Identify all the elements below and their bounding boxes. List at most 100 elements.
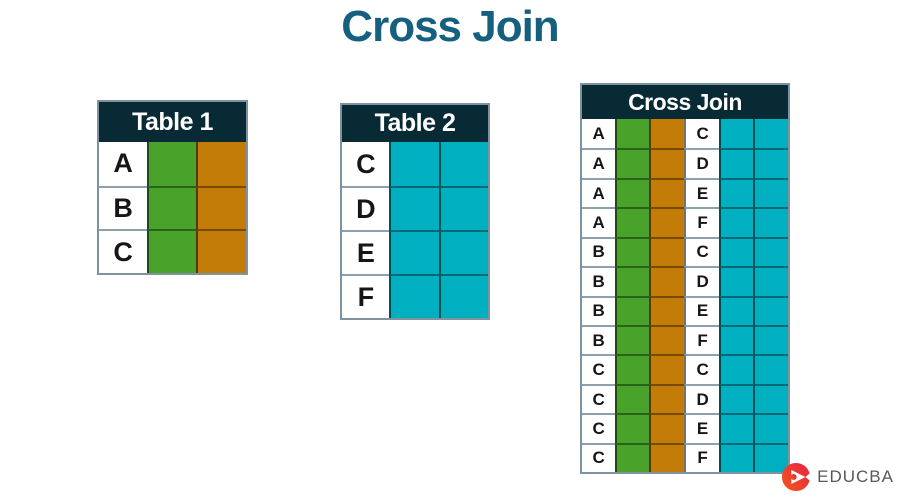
teal-color-cell (718, 148, 754, 178)
teal-color-cell (753, 148, 789, 178)
row-label-cell: C (582, 442, 615, 473)
green-color-cell (614, 207, 650, 237)
row-label-cell: F (684, 442, 719, 473)
table-row: F (342, 274, 488, 318)
orange-color-cell (649, 354, 685, 384)
educba-logo: EDUCBA (781, 462, 894, 492)
teal-color-cell (389, 274, 439, 318)
teal-color-cell (389, 230, 439, 274)
row-label-cell: C (99, 229, 147, 274)
green-color-cell (146, 229, 197, 274)
teal-color-cell (389, 142, 439, 186)
orange-color-cell (196, 185, 247, 230)
teal-color-cell (753, 324, 789, 355)
green-color-cell (614, 383, 650, 414)
green-color-cell (614, 413, 650, 443)
table-row: B (99, 185, 247, 230)
table-1-header: Table 1 (99, 102, 246, 142)
table-2-header: Table 2 (342, 105, 488, 142)
teal-color-cell (753, 354, 789, 384)
green-color-cell (614, 148, 650, 178)
orange-color-cell (649, 442, 685, 473)
green-color-cell (614, 266, 650, 296)
green-color-cell (614, 236, 650, 267)
teal-color-cell (753, 442, 789, 473)
teal-color-cell (718, 207, 754, 237)
table-row: C (99, 229, 247, 274)
educba-logo-icon (782, 462, 812, 492)
green-color-cell (614, 119, 650, 149)
row-label-cell: F (684, 324, 719, 355)
green-color-cell (614, 295, 650, 325)
row-label-cell: C (342, 142, 390, 186)
teal-color-cell (718, 324, 754, 355)
teal-color-cell (718, 295, 754, 325)
orange-color-cell (196, 142, 247, 186)
row-label-cell: A (582, 177, 615, 208)
row-label-cell: B (582, 236, 615, 267)
green-color-cell (614, 177, 650, 208)
row-label-cell: D (684, 266, 719, 296)
teal-color-cell (718, 177, 754, 208)
row-label-cell: E (342, 230, 390, 274)
page-title: Cross Join (341, 2, 559, 51)
teal-color-cell (753, 383, 789, 414)
row-label-cell: B (99, 185, 147, 230)
row-label-cell: E (684, 295, 719, 325)
row-label-cell: C (582, 354, 615, 384)
row-label-cell: A (582, 207, 615, 237)
teal-color-cell (753, 177, 789, 208)
teal-color-cell (753, 266, 789, 296)
row-label-cell: D (684, 383, 719, 414)
green-color-cell (146, 185, 197, 230)
row-label-cell: E (684, 177, 719, 208)
teal-color-cell (753, 207, 789, 237)
orange-color-cell (649, 295, 685, 325)
teal-color-cell (753, 295, 789, 325)
teal-color-cell (438, 142, 488, 186)
orange-color-cell (649, 383, 685, 414)
orange-color-cell (649, 148, 685, 178)
row-label-cell: C (684, 354, 719, 384)
green-color-cell (146, 142, 197, 186)
teal-color-cell (389, 186, 439, 230)
row-label-cell: A (582, 119, 615, 149)
green-color-cell (614, 354, 650, 384)
teal-color-cell (718, 442, 754, 473)
teal-color-cell (438, 274, 488, 318)
teal-color-cell (753, 236, 789, 267)
row-label-cell: A (99, 142, 147, 186)
orange-color-cell (196, 229, 247, 274)
teal-color-cell (438, 186, 488, 230)
orange-color-cell (649, 324, 685, 355)
teal-color-cell (718, 354, 754, 384)
row-label-cell: B (582, 324, 615, 355)
teal-color-cell (718, 266, 754, 296)
cross-join-table-header: Cross Join (582, 85, 788, 119)
row-label-cell: D (684, 148, 719, 178)
table-row: A (99, 142, 247, 186)
green-color-cell (614, 442, 650, 473)
orange-color-cell (649, 207, 685, 237)
table-row: D (342, 186, 488, 230)
table-row: C (342, 142, 488, 186)
orange-color-cell (649, 119, 685, 149)
row-label-cell: F (684, 207, 719, 237)
row-label-cell: C (684, 119, 719, 149)
row-label-cell: F (342, 274, 390, 318)
row-label-cell: B (582, 295, 615, 325)
